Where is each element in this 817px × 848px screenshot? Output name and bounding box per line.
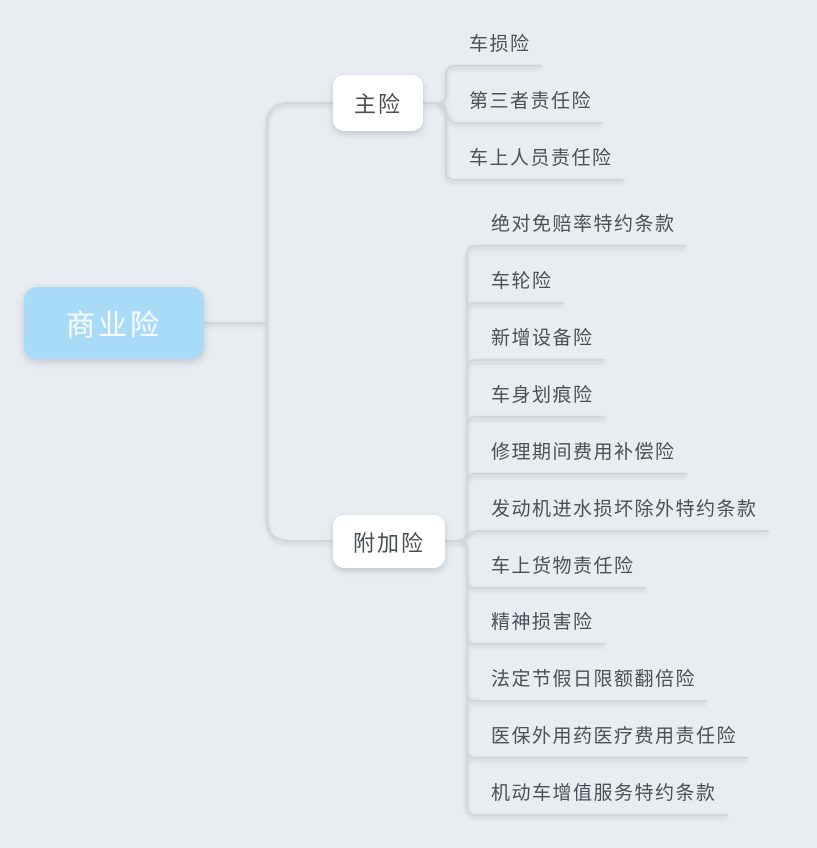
branch-node-additional-insurance[interactable]: 附加险 — [333, 515, 445, 568]
leaf-damage-insurance[interactable]: 车损险 — [469, 34, 531, 55]
leaf-holiday-limit-double-insurance[interactable]: 法定节假日限额翻倍险 — [491, 669, 697, 690]
leaf-passenger-liability[interactable]: 车上人员责任险 — [469, 148, 613, 169]
leaf-non-medicare-drug-liability[interactable]: 医保外用药医疗费用责任险 — [491, 726, 738, 747]
root-node-commercial-insurance[interactable]: 商业险 — [24, 287, 204, 359]
leaf-mental-damage-insurance[interactable]: 精神损害险 — [491, 612, 594, 633]
leaf-body-scratch-insurance[interactable]: 车身划痕险 — [491, 385, 594, 406]
connector-path — [422, 102, 624, 181]
connector-path — [444, 530, 769, 542]
leaf-new-equipment-insurance[interactable]: 新增设备险 — [491, 328, 594, 349]
leaf-wheel-insurance[interactable]: 车轮险 — [491, 271, 553, 292]
leaf-cargo-liability[interactable]: 车上货物责任险 — [491, 556, 635, 577]
leaf-absolute-deductible-clause[interactable]: 绝对免赔率特约条款 — [491, 214, 676, 235]
leaf-value-added-service-clause[interactable]: 机动车增值服务特约条款 — [491, 783, 717, 804]
leaf-third-party-liability[interactable]: 第三者责任险 — [469, 91, 593, 112]
connector-path — [444, 540, 728, 816]
connector-path — [266, 102, 334, 542]
branch-node-main-insurance[interactable]: 主险 — [333, 75, 423, 131]
leaf-engine-water-damage-exclusion[interactable]: 发动机进水损坏除外特约条款 — [491, 499, 758, 520]
leaf-repair-period-compensation[interactable]: 修理期间费用补偿险 — [491, 442, 676, 463]
